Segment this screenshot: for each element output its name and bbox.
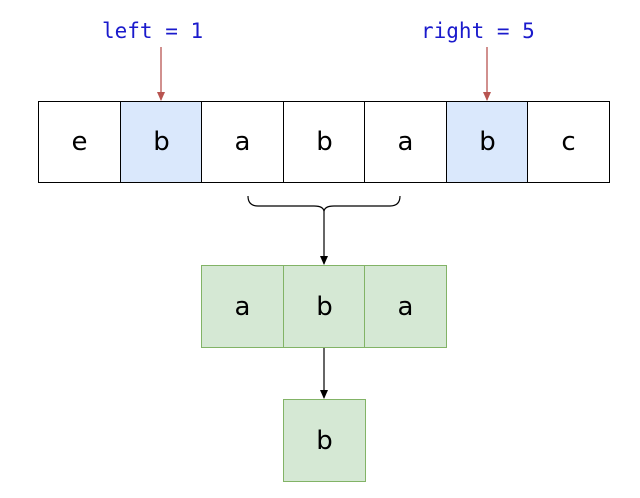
array-cell-2: a [201,101,284,183]
substring-brace [247,195,401,213]
middle-cell-2: a [364,265,447,348]
array-cell-1: b [120,101,203,183]
array-cell-4: a [364,101,447,183]
array-cell-5: b [446,101,529,183]
left-pointer-label: left = 1 [102,19,204,43]
array-cell-6: c [527,101,610,183]
right-pointer-label: right = 5 [421,19,535,43]
array-cell-3: b [283,101,366,183]
center-cell: b [283,399,366,482]
array-cell-0: e [38,101,121,183]
middle-cell-0: a [201,265,284,348]
